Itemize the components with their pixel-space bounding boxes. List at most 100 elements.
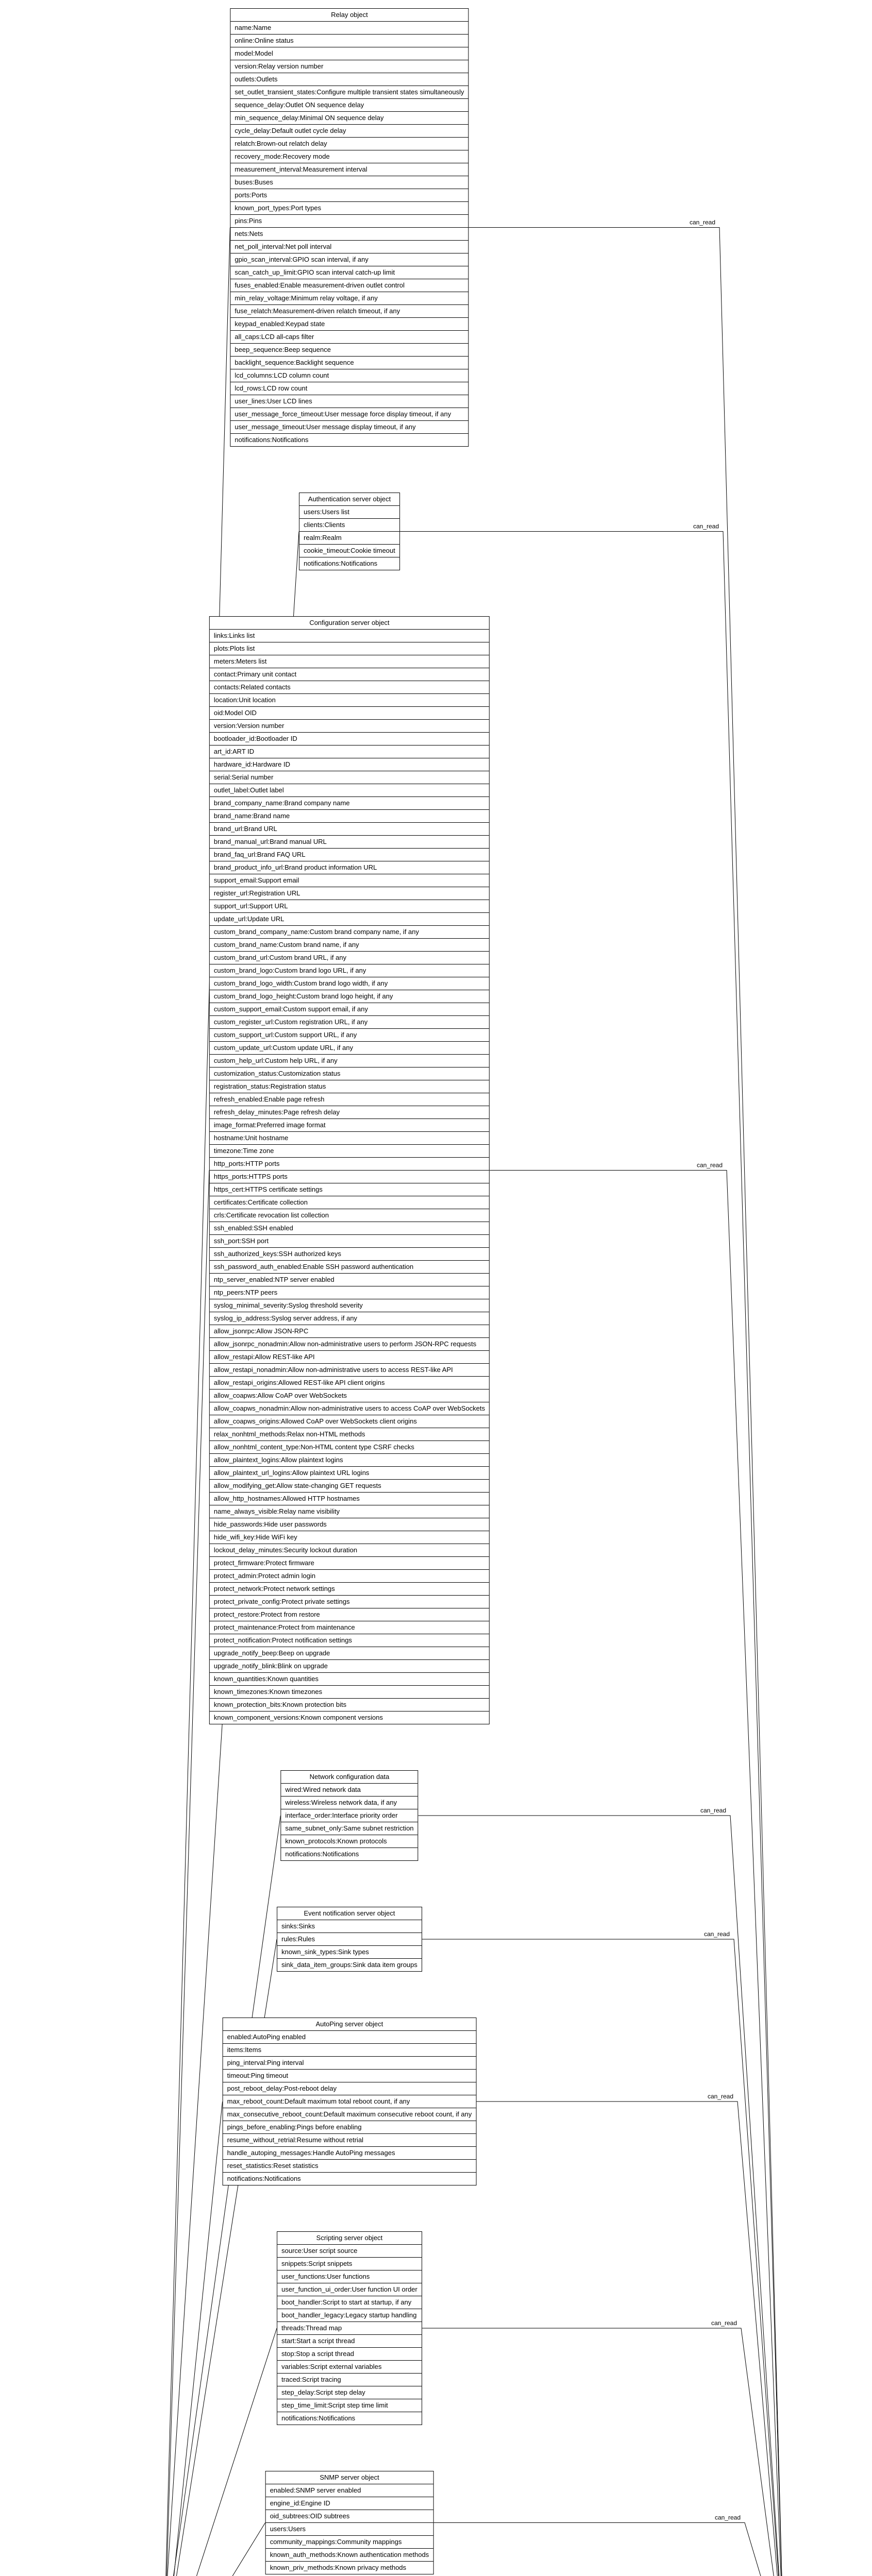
edge-canread-notification	[422, 1939, 779, 2576]
attribute-row: threads:Thread map	[277, 2321, 422, 2334]
attribute-row: allow_jsonrpc:Allow JSON-RPC	[209, 1325, 490, 1337]
attribute-row: engine_id:Engine ID	[265, 2497, 433, 2510]
attribute-row: wireless:Wireless network data, if any	[281, 1796, 418, 1809]
attribute-row: allow_jsonrpc_nonadmin:Allow non-adminis…	[209, 1337, 490, 1350]
attribute-row: cycle_delay:Default outlet cycle delay	[230, 124, 468, 137]
attribute-row: post_reboot_delay:Post-reboot delay	[223, 2082, 476, 2095]
attribute-row: allow_restapi:Allow REST-like API	[209, 1350, 490, 1363]
attribute-row: items:Items	[223, 2043, 476, 2056]
attribute-row: allow_restapi_origins:Allowed REST-like …	[209, 1376, 490, 1389]
attribute-row: rules:Rules	[277, 1933, 422, 1945]
attribute-row: custom_brand_company_name:Custom brand c…	[209, 925, 490, 938]
attribute-row: boot_handler_legacy:Legacy startup handl…	[277, 2309, 422, 2321]
node-notification-title: Event notification server object	[304, 1909, 395, 1917]
attribute-row: hide_wifi_key:Hide WiFi key	[209, 1531, 490, 1544]
attribute-row: max_consecutive_reboot_count:Default max…	[223, 2108, 476, 2121]
edge-canread-auth	[399, 531, 782, 2576]
attribute-row: allow_coapws_nonadmin:Allow non-administ…	[209, 1402, 490, 1415]
attribute-row: allow_plaintext_logins:Allow plaintext l…	[209, 1453, 490, 1466]
attribute-row: boot_handler:Script to start at startup,…	[277, 2296, 422, 2309]
edge-api-network	[173, 1815, 281, 2576]
attribute-row: allow_nonhtml_content_type:Non-HTML cont…	[209, 1440, 490, 1453]
edge-canread-config	[490, 1170, 781, 2576]
edge-api-autoping	[173, 2101, 223, 2576]
attribute-row: oid_subtrees:OID subtrees	[265, 2510, 433, 2522]
attribute-row: contact:Primary unit contact	[209, 668, 490, 681]
node-snmp-title: SNMP server object	[320, 2473, 379, 2481]
edge-label-can-read: can_read	[697, 1162, 723, 1169]
attribute-row: model:Model	[230, 47, 468, 60]
attribute-row: support_url:Support URL	[209, 900, 490, 912]
attribute-row: location:Unit location	[209, 693, 490, 706]
attribute-row: outlet_label:Outlet label	[209, 784, 490, 796]
attribute-row: step_delay:Script step delay	[277, 2386, 422, 2399]
attribute-row: lcd_rows:LCD row count	[230, 382, 468, 395]
attribute-row: ntp_peers:NTP peers	[209, 1286, 490, 1299]
attribute-row: lcd_columns:LCD column count	[230, 369, 468, 382]
attribute-row: user_message_timeout:User message displa…	[230, 420, 468, 433]
attribute-row: sink_data_item_groups:Sink data item gro…	[277, 1958, 422, 1971]
attribute-row: wired:Wired network data	[281, 1783, 418, 1796]
attribute-row: lockout_delay_minutes:Security lockout d…	[209, 1544, 490, 1556]
attribute-row: custom_brand_name:Custom brand name, if …	[209, 938, 490, 951]
attribute-row: brand_faq_url:Brand FAQ URL	[209, 848, 490, 861]
node-auth-title: Authentication server object	[308, 495, 391, 503]
edge-label-can-read: can_read	[715, 2514, 741, 2521]
attribute-row: oid:Model OID	[209, 706, 490, 719]
attribute-row: custom_update_url:Custom update URL, if …	[209, 1041, 490, 1054]
attribute-row: set_outlet_transient_states:Configure mu…	[230, 86, 468, 98]
node-script-title: Scripting server object	[316, 2234, 383, 2242]
attribute-row: brand_company_name:Brand company name	[209, 796, 490, 809]
edge-canread-relay	[468, 227, 782, 2576]
attribute-row: meters:Meters list	[209, 655, 490, 668]
attribute-row: protect_firmware:Protect firmware	[209, 1556, 490, 1569]
attribute-row: stop:Stop a script thread	[277, 2347, 422, 2360]
attribute-row: https_ports:HTTPS ports	[209, 1170, 490, 1183]
attribute-row: user_functions:User functions	[277, 2270, 422, 2283]
attribute-row: min_sequence_delay:Minimal ON sequence d…	[230, 111, 468, 124]
attribute-row: protect_private_config:Protect private s…	[209, 1595, 490, 1608]
attribute-row: custom_brand_logo:Custom brand logo URL,…	[209, 964, 490, 977]
attribute-row: brand_name:Brand name	[209, 809, 490, 822]
node-relay-title: Relay object	[331, 11, 368, 19]
attribute-row: known_protection_bits:Known protection b…	[209, 1698, 490, 1711]
edge-canread-network	[418, 1815, 780, 2576]
attribute-row: brand_product_info_url:Brand product inf…	[209, 861, 490, 874]
attribute-row: fuses_enabled:Enable measurement-driven …	[230, 279, 468, 292]
attribute-row: name:Name	[230, 21, 468, 34]
attribute-row: allow_modifying_get:Allow state-changing…	[209, 1479, 490, 1492]
attribute-row: custom_support_email:Custom support emai…	[209, 1003, 490, 1015]
attribute-row: brand_url:Brand URL	[209, 822, 490, 835]
node-autoping-title: AutoPing server object	[315, 2020, 383, 2028]
attribute-row: customization_status:Customization statu…	[209, 1067, 490, 1080]
attribute-row: user_message_force_timeout:User message …	[230, 408, 468, 420]
attribute-row: known_auth_methods:Known authentication …	[265, 2548, 433, 2561]
node-network-title: Network configuration data	[309, 1773, 390, 1781]
attribute-row: known_quantities:Known quantities	[209, 1672, 490, 1685]
attribute-row: notifications:Notifications	[299, 557, 399, 570]
attribute-row: snippets:Script snippets	[277, 2257, 422, 2270]
attribute-row: protect_restore:Protect from restore	[209, 1608, 490, 1621]
edge-label-can-read: can_read	[690, 219, 715, 226]
attribute-row: ssh_authorized_keys:SSH authorized keys	[209, 1247, 490, 1260]
attribute-row: ssh_port:SSH port	[209, 1234, 490, 1247]
attribute-row: recovery_mode:Recovery mode	[230, 150, 468, 163]
attribute-row: sequence_delay:Outlet ON sequence delay	[230, 98, 468, 111]
attribute-row: known_timezones:Known timezones	[209, 1685, 490, 1698]
attribute-row: known_port_types:Port types	[230, 201, 468, 214]
attribute-row: realm:Realm	[299, 531, 399, 544]
attribute-row: cookie_timeout:Cookie timeout	[299, 544, 399, 557]
attribute-row: hide_passwords:Hide user passwords	[209, 1518, 490, 1531]
attribute-row: known_component_versions:Known component…	[209, 1711, 490, 1724]
attribute-row: max_reboot_count:Default maximum total r…	[223, 2095, 476, 2108]
attribute-row: beep_sequence:Beep sequence	[230, 343, 468, 356]
attribute-row: pins:Pins	[230, 214, 468, 227]
attribute-row: allow_plaintext_url_logins:Allow plainte…	[209, 1466, 490, 1479]
attribute-row: community_mappings:Community mappings	[265, 2535, 433, 2548]
attribute-row: upgrade_notify_beep:Beep on upgrade	[209, 1647, 490, 1659]
